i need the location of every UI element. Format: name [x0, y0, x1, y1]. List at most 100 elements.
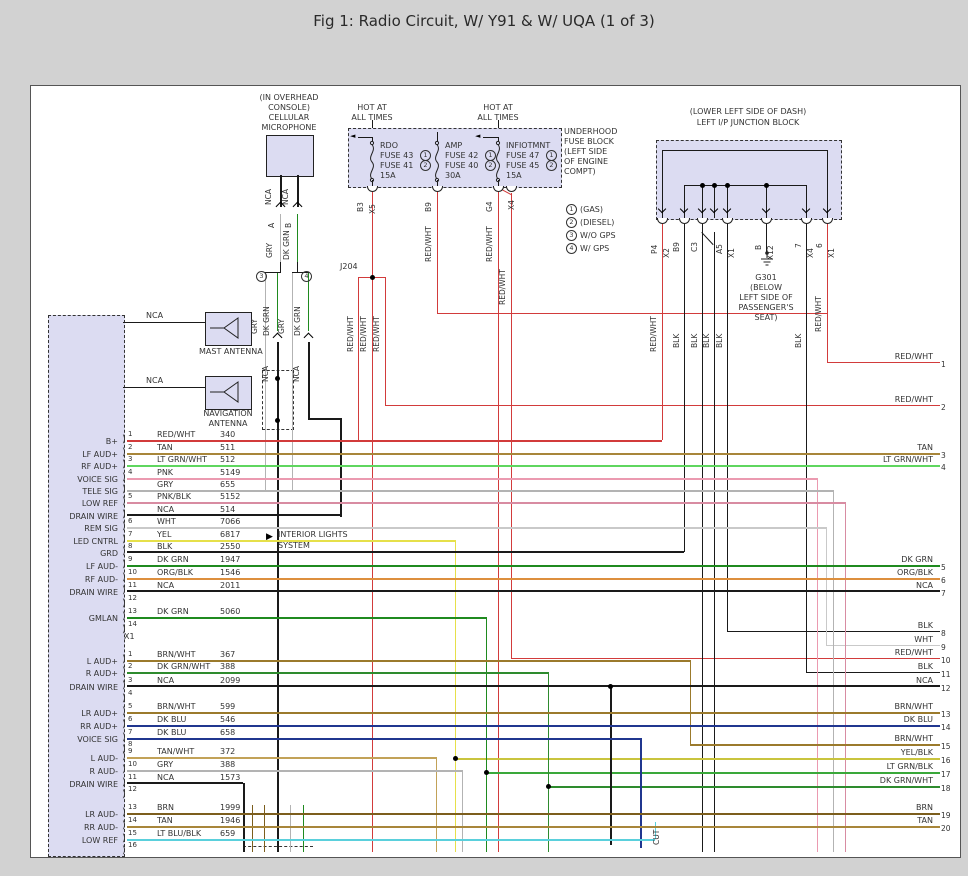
pin-bracket	[122, 693, 126, 704]
circled-number: 2	[546, 160, 557, 171]
edge-wire-number: 16	[941, 756, 951, 765]
wire-color-label: WHT	[157, 517, 176, 526]
wire-segment	[498, 186, 499, 852]
pin-row-wire	[127, 813, 940, 815]
circuit-number: 658	[220, 728, 236, 737]
pin-number: 16	[128, 841, 137, 849]
hot-label: HOT AT	[357, 103, 387, 112]
edge-wire-label: ORG/BLK	[897, 568, 933, 577]
fuse-id: FUSE 47	[506, 151, 540, 160]
antenna-wire-label: NCA	[146, 311, 164, 320]
edge-wire-number: 12	[941, 684, 951, 693]
pin-bracket	[122, 789, 126, 800]
wire-segment	[297, 262, 298, 272]
pin-bracket	[122, 719, 126, 730]
circuit-number: 1999	[220, 803, 241, 812]
wire-label: RED/WHT	[814, 296, 823, 332]
wire-segment	[265, 272, 281, 273]
pin-function-label: LOW REF	[81, 836, 118, 845]
pin-bracket	[122, 509, 126, 520]
wire-label: BLK	[690, 333, 699, 348]
edge-wire-label: BLK	[917, 662, 933, 671]
pin-bracket	[122, 559, 126, 570]
edge-wire-label: TAN	[917, 443, 933, 452]
circuit-number: 655	[220, 480, 236, 489]
fuse-id: FUSE 45	[506, 161, 540, 170]
wire-label: NCA	[261, 366, 270, 382]
pin-number: 6	[128, 517, 133, 525]
pin-number: 10	[128, 568, 137, 576]
wire-segment	[684, 218, 685, 552]
circuit-number: 1946	[220, 816, 241, 825]
wire-segment	[548, 672, 549, 852]
pin-row-wire	[127, 578, 940, 580]
pin-function-label: LF AUD-	[86, 562, 118, 571]
hot-feed-arrow-icon: ◄	[350, 132, 356, 140]
wire-color-label: BRN/WHT	[157, 702, 196, 711]
wire-segment	[826, 527, 827, 645]
pin-bracket	[122, 611, 126, 622]
pin-row-wire	[127, 514, 340, 516]
pin-number: 12	[128, 785, 137, 793]
bus-segment	[806, 185, 807, 218]
pin-row-wire	[127, 590, 940, 592]
wire-label: B	[284, 222, 293, 228]
wire-segment	[806, 672, 940, 673]
pin-row-wire	[127, 490, 833, 492]
wire-segment	[280, 262, 281, 272]
mic-location: (IN OVERHEAD	[259, 93, 319, 102]
splice-dot	[453, 756, 458, 761]
pin-function-label: TELE SIG	[82, 487, 118, 496]
wire-segment	[655, 822, 656, 839]
wire-label: C3	[690, 241, 699, 252]
pin-function-label: RF AUD-	[84, 575, 118, 584]
pin-function-label: LR AUD+	[81, 709, 118, 718]
edge-wire-number: 14	[941, 723, 951, 732]
wire-segment	[385, 277, 386, 405]
pin-function-label: B+	[105, 437, 118, 446]
wire-segment	[806, 218, 807, 672]
wire-segment	[462, 770, 463, 852]
wire-color-label: NCA	[157, 581, 175, 590]
wire-segment	[123, 322, 205, 323]
wire-segment	[662, 218, 663, 440]
pin-number: 5	[128, 702, 133, 710]
wire-color-label: BRN	[157, 803, 175, 812]
wire-label: DK GRN	[282, 230, 291, 260]
pin-row-wire	[127, 478, 817, 480]
mic-name: CELLULAR	[268, 113, 310, 122]
bus-segment	[766, 185, 767, 218]
splice-dot	[608, 684, 613, 689]
wire-segment	[437, 313, 827, 314]
circuit-number: 388	[220, 760, 236, 769]
splice-dot	[370, 275, 375, 280]
edge-wire-number: 9	[941, 643, 946, 652]
antenna-wire-label: NCA	[146, 376, 164, 385]
fuse-block-name: (LEFT SIDE	[564, 147, 608, 156]
pin-bracket	[122, 598, 126, 609]
circuit-number: 1573	[220, 773, 241, 782]
wire-color-label: BLK	[157, 542, 173, 551]
edge-wire-number: 19	[941, 811, 951, 820]
wire-label: CUT	[652, 829, 661, 845]
wire-color-label: RED/WHT	[157, 430, 196, 439]
circuit-number: 2550	[220, 542, 241, 551]
fuse-symbol-icon	[493, 140, 503, 188]
circuit-number: 2011	[220, 581, 241, 590]
pin-number: 4	[128, 689, 133, 697]
wire-segment	[437, 186, 438, 313]
wire-color-label: TAN	[157, 443, 173, 452]
wire-label: X1	[827, 248, 836, 258]
pin-number: 14	[128, 816, 137, 824]
circuit-number: 340	[220, 430, 236, 439]
pin-number: 9	[128, 747, 133, 755]
splice-dot	[764, 183, 769, 188]
fuse-rating: 15A	[380, 171, 396, 180]
circuit-number: 514	[220, 505, 236, 514]
splice-dot	[712, 183, 717, 188]
edge-wire-number: 11	[941, 670, 951, 679]
circuit-number: 6817	[220, 530, 241, 539]
wire-segment	[372, 277, 373, 852]
fuse-rating: 15A	[506, 171, 522, 180]
wire-color-label: PNK/BLK	[157, 492, 191, 501]
